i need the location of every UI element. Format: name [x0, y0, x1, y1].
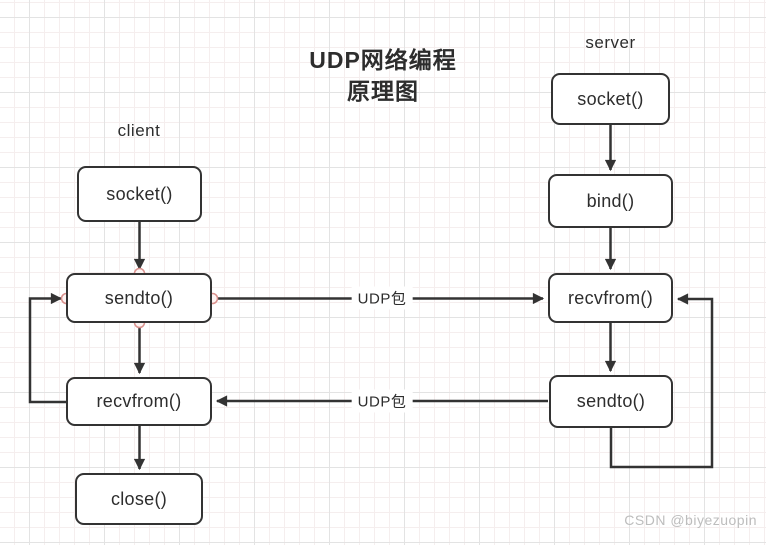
diagram-title: UDP网络编程 原理图	[278, 45, 488, 107]
arrow-server-loop-sendto-to-recvfrom	[609, 293, 714, 469]
node-label: recvfrom()	[96, 391, 182, 411]
node-label: socket()	[106, 183, 173, 204]
diagram-title-line2: 原理图	[347, 78, 419, 104]
node-server-sendto[interactable]: sendto()	[549, 375, 673, 428]
node-client-socket[interactable]: socket()	[77, 166, 202, 222]
edge-label-udp-top: UDP包	[351, 286, 413, 310]
node-label: bind()	[586, 190, 635, 211]
diagram-title-line1: UDP网络编程	[309, 47, 457, 73]
node-server-socket[interactable]: socket()	[551, 73, 670, 125]
node-client-recvfrom[interactable]: recvfrom()	[66, 377, 212, 426]
node-label: close()	[110, 488, 168, 509]
watermark: CSDN @biyezuopin	[624, 512, 757, 528]
server-column-label: server	[585, 33, 636, 52]
node-server-recvfrom[interactable]: recvfrom()	[548, 273, 673, 323]
client-column-label: client	[117, 121, 161, 140]
node-label: recvfrom()	[568, 287, 653, 308]
node-label: socket()	[577, 88, 644, 109]
node-label: sendto()	[104, 287, 174, 308]
arrow-client-loop-recvfrom-to-sendto	[28, 292, 66, 404]
node-label: sendto()	[576, 391, 646, 411]
edge-label-udp-bottom: UDP包	[351, 389, 413, 413]
node-server-bind[interactable]: bind()	[548, 174, 673, 228]
node-client-sendto[interactable]: sendto()	[66, 273, 212, 323]
node-client-close[interactable]: close()	[75, 473, 203, 525]
